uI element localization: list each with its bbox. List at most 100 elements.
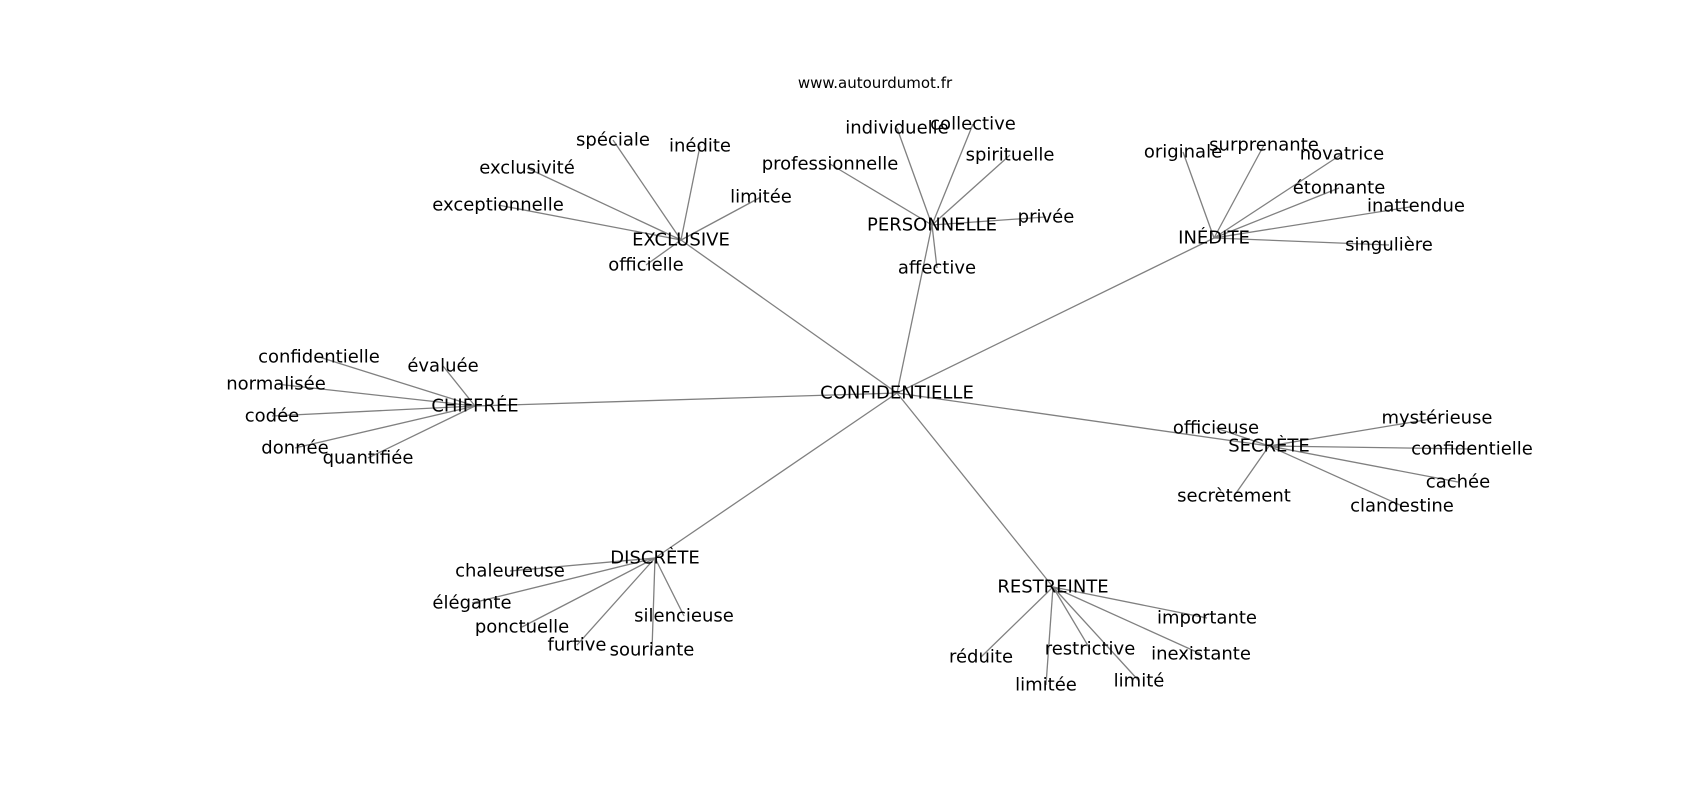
edge-hub-leaf — [980, 586, 1054, 658]
edge-hub-leaf — [1268, 445, 1459, 483]
edge-hub-leaf — [612, 139, 682, 241]
edge-hub-leaf — [521, 557, 656, 628]
leaf-word: silencieuse — [634, 606, 734, 627]
leaf-word: officieuse — [1173, 418, 1259, 439]
leaf-word: collective — [930, 114, 1016, 135]
leaf-word: évaluée — [407, 356, 478, 377]
hub-word: DISCRÈTE — [610, 547, 699, 569]
edge-hub-leaf — [1052, 586, 1208, 619]
leaf-word: surprenante — [1209, 135, 1319, 156]
leaf-word: spirituelle — [966, 145, 1055, 166]
leaf-word: secrètement — [1177, 486, 1291, 507]
edge-center-hub — [896, 224, 933, 394]
leaf-word: officielle — [608, 255, 683, 276]
edge-hub-leaf — [1182, 151, 1215, 239]
leaf-word: confidentielle — [258, 347, 380, 368]
leaf-word: mystérieuse — [1381, 408, 1492, 429]
edge-center-hub — [654, 392, 898, 559]
edge-hub-leaf — [318, 356, 476, 407]
edge-hub-leaf — [576, 557, 656, 646]
hub-word: SECRÈTE — [1228, 435, 1310, 457]
edge-hub-leaf — [1268, 417, 1438, 447]
edge-hub-leaf — [526, 167, 682, 241]
edge-hub-leaf — [829, 163, 933, 226]
hub-word: EXCLUSIVE — [632, 230, 730, 251]
leaf-word: clandestine — [1350, 496, 1454, 517]
leaf-word: importante — [1157, 608, 1257, 629]
edge-hub-leaf — [1052, 586, 1202, 655]
edge-hub-leaf — [1215, 427, 1270, 447]
edge-center-hub — [474, 392, 898, 407]
leaf-word: codée — [245, 406, 299, 427]
edge-hub-leaf — [645, 239, 682, 266]
leaf-word: étonnante — [1293, 178, 1386, 199]
leaf-word: normalisée — [226, 374, 326, 395]
leaf-word: inattendue — [1367, 196, 1465, 217]
leaf-word: furtive — [548, 635, 607, 656]
edge-hub-leaf — [367, 405, 476, 459]
leaf-word: quantifiée — [323, 448, 414, 469]
leaf-word: élégante — [432, 593, 511, 614]
leaf-word: originale — [1144, 142, 1222, 163]
edge-hub-leaf — [271, 405, 476, 417]
leaf-word: exclusivité — [479, 158, 575, 179]
edge-center-hub — [896, 392, 1054, 588]
edge-center-hub — [896, 392, 1270, 447]
edge-center-hub — [896, 237, 1215, 394]
edge-hub-leaf — [1052, 586, 1091, 650]
edge-hub-leaf — [654, 557, 685, 617]
edge-hub-leaf — [896, 127, 933, 226]
hub-word: CHIFFRÉE — [431, 395, 518, 417]
edge-hub-leaf — [1268, 445, 1403, 507]
edge-hub-leaf — [497, 204, 682, 241]
edge-hub-leaf — [931, 216, 1047, 226]
leaf-word: exceptionnelle — [432, 195, 564, 216]
leaf-word: inexistante — [1151, 644, 1251, 665]
leaf-word: singulière — [1345, 235, 1433, 256]
leaf-word: limitée — [1015, 675, 1077, 696]
edge-hub-leaf — [1233, 445, 1270, 497]
hub-word: RESTREINTE — [997, 577, 1108, 598]
leaf-word: inédite — [669, 136, 731, 157]
edge-hub-leaf — [680, 145, 701, 241]
edge-hub-leaf — [1268, 445, 1473, 450]
edge-hub-leaf — [509, 557, 656, 572]
edge-hub-leaf — [1045, 586, 1054, 686]
leaf-word: réduite — [949, 647, 1013, 668]
edge-hub-leaf — [680, 196, 762, 241]
leaf-word: donnée — [261, 438, 328, 459]
leaf-word: individuelle — [845, 118, 948, 139]
hub-word: INÉDITE — [1178, 227, 1250, 249]
edge-hub-leaf — [294, 405, 476, 449]
edge-hub-leaf — [1213, 153, 1343, 239]
leaf-word: ponctuelle — [475, 617, 569, 638]
leaf-word: novatrice — [1300, 144, 1385, 165]
edge-hub-leaf — [1213, 144, 1265, 239]
edge-hub-leaf — [651, 557, 656, 651]
leaf-word: affective — [898, 258, 976, 279]
leaf-word: limité — [1114, 671, 1165, 692]
leaf-word: souriante — [610, 640, 695, 661]
edge-hub-leaf — [442, 365, 476, 407]
hub-word: PERSONNELLE — [867, 215, 997, 236]
edge-hub-leaf — [275, 383, 476, 407]
leaf-word: spéciale — [576, 130, 650, 151]
edge-hub-leaf — [471, 557, 656, 604]
edge-hub-leaf — [1213, 187, 1340, 239]
edge-hub-leaf — [931, 224, 938, 269]
center-word: CONFIDENTIELLE — [820, 383, 974, 404]
edge-hub-leaf — [931, 123, 974, 226]
graph-labels: www.autourdumot.fr CONFIDENTIELLE EXCLUSI… — [226, 74, 1533, 696]
source-url: www.autourdumot.fr — [798, 74, 953, 92]
edge-hub-leaf — [931, 154, 1011, 226]
leaf-word: professionnelle — [762, 154, 899, 175]
leaf-word: confidentielle — [1411, 439, 1533, 460]
leaf-word: restrictive — [1045, 639, 1136, 660]
graph-edges — [271, 123, 1473, 686]
edge-hub-leaf — [1052, 586, 1140, 682]
leaf-word: chaleureuse — [455, 561, 565, 582]
leaf-word: privée — [1018, 207, 1075, 228]
leaf-word: limitée — [730, 187, 792, 208]
leaf-word: cachée — [1426, 472, 1490, 493]
